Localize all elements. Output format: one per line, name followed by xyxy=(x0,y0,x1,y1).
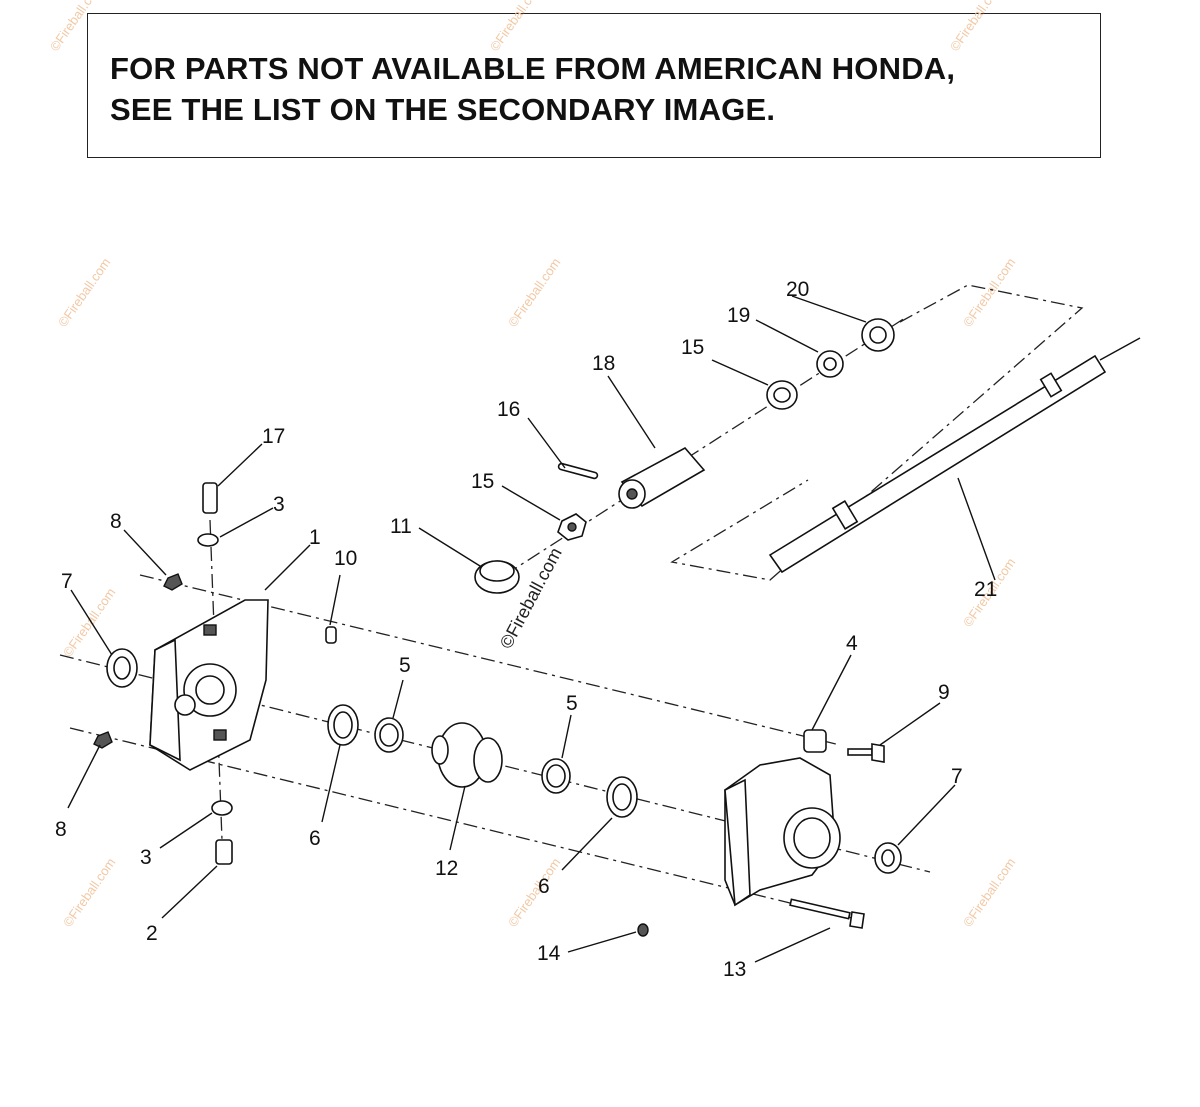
callout-1: 1 xyxy=(309,526,321,549)
watermark-group: ©Fireball.com ©Fireball.com ©Fireball.co… xyxy=(47,0,1019,930)
watermark: ©Fireball.com xyxy=(60,855,118,929)
callout-3-upper: 3 xyxy=(273,493,285,516)
callout-labels: 20 19 15 18 16 15 11 17 3 1 10 8 7 8 3 2… xyxy=(55,278,997,981)
notice-box: FOR PARTS NOT AVAILABLE FROM AMERICAN HO… xyxy=(87,13,1101,158)
callout-5-right: 5 xyxy=(566,692,578,715)
watermark: ©Fireball.com xyxy=(960,855,1018,929)
bolt-part-13 xyxy=(789,898,851,920)
callout-7-left: 7 xyxy=(61,570,73,593)
watermark: ©Fireball.com xyxy=(60,585,118,659)
callout-4: 4 xyxy=(846,632,858,655)
callout-7-right: 7 xyxy=(951,765,963,788)
watermark: ©Fireball.com xyxy=(947,0,1005,54)
key-part-16 xyxy=(557,462,599,480)
callout-6-left: 6 xyxy=(309,827,321,850)
watermark: ©Fireball.com xyxy=(55,255,113,329)
o-ring-part-3-upper xyxy=(197,533,219,547)
watermark: ©Fireball.com xyxy=(505,255,563,329)
callout-14: 14 xyxy=(537,942,561,965)
callout-19: 19 xyxy=(727,304,750,327)
leader-lines xyxy=(67,295,996,963)
watermark: ©Fireball.com xyxy=(487,0,545,54)
watermark-dark: ©Fireball.com xyxy=(496,544,566,652)
notice-line-1: FOR PARTS NOT AVAILABLE FROM AMERICAN HO… xyxy=(110,51,956,86)
callout-11: 11 xyxy=(390,515,412,538)
callout-15-lower: 15 xyxy=(471,470,494,493)
callout-5-left: 5 xyxy=(399,654,411,677)
small-parts xyxy=(93,318,902,937)
callout-2: 2 xyxy=(146,922,158,945)
callout-6-right: 6 xyxy=(538,875,550,898)
callout-15-upper: 15 xyxy=(681,336,704,359)
callout-3-lower: 3 xyxy=(140,846,152,869)
callout-9: 9 xyxy=(938,681,950,704)
callout-16: 16 xyxy=(497,398,520,421)
callout-13: 13 xyxy=(723,958,746,981)
gear-case-part-4 xyxy=(724,729,841,907)
watermark: ©Fireball.com xyxy=(505,855,563,929)
assembly-axes xyxy=(59,284,1084,921)
watermark: ©Fireball.com xyxy=(960,255,1018,329)
callout-17: 17 xyxy=(262,425,285,448)
nut-part-8-lower xyxy=(93,731,113,749)
callout-8-lower: 8 xyxy=(55,818,67,841)
callout-12: 12 xyxy=(435,857,458,880)
washer-part-14 xyxy=(637,923,649,937)
gear-case-cover-part-1 xyxy=(149,599,269,771)
callout-10: 10 xyxy=(334,547,357,570)
shaft-part-21 xyxy=(768,337,1141,574)
o-ring-part-3-lower xyxy=(211,800,233,816)
plug-part-2 xyxy=(215,839,233,865)
pin-part-10 xyxy=(325,626,337,644)
fitting-part-17 xyxy=(202,482,218,514)
notice-line-2: SEE THE LIST ON THE SECONDARY IMAGE. xyxy=(110,92,776,127)
nut-part-8-upper xyxy=(163,573,183,591)
callout-18: 18 xyxy=(592,352,615,375)
bolt-part-9 xyxy=(847,748,873,756)
callout-20: 20 xyxy=(786,278,809,301)
callout-21: 21 xyxy=(974,578,997,601)
watermark: ©Fireball.com xyxy=(47,0,105,54)
callout-8-upper: 8 xyxy=(110,510,122,533)
